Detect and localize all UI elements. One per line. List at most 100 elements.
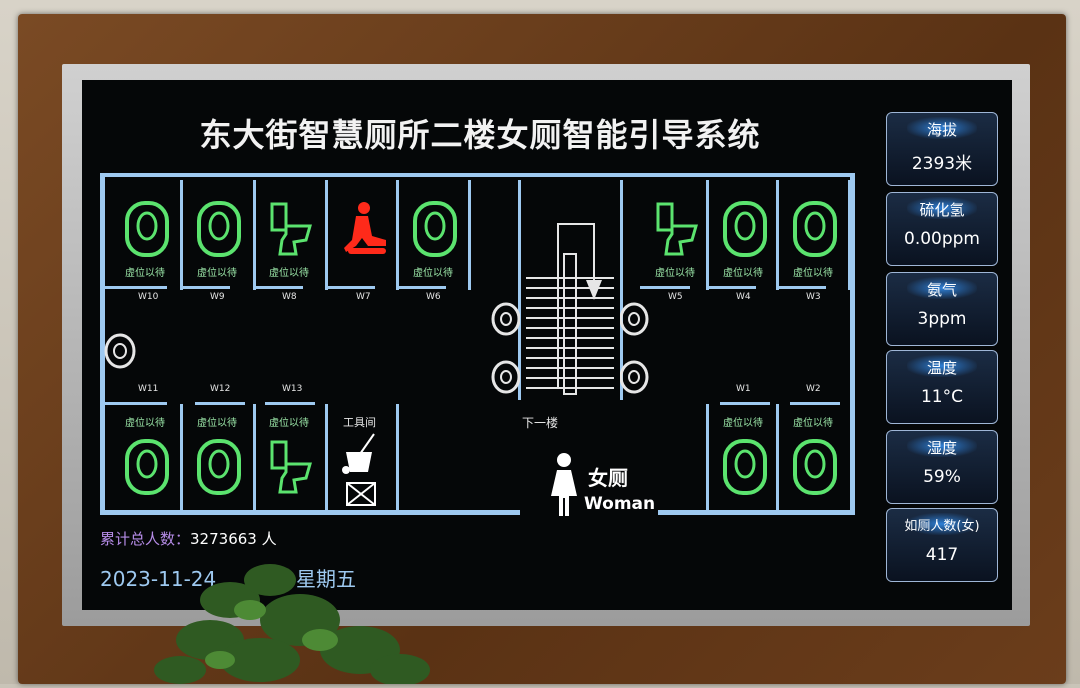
stall-divider	[848, 180, 851, 290]
sensor-value: 417	[925, 545, 959, 565]
squat-toilet-icon	[196, 438, 242, 496]
stall-front	[720, 402, 770, 405]
stall-id: W6	[426, 292, 441, 302]
sensor-panel: 湿度 59%	[886, 430, 998, 504]
stall-divider	[776, 180, 779, 290]
sink-icon	[619, 360, 650, 394]
plant-foreground	[150, 560, 450, 686]
stall-divider	[468, 180, 471, 290]
stall-w6: 虚位以待 W6	[396, 180, 462, 302]
sensor-value: 59%	[923, 467, 961, 487]
stall-divider	[180, 404, 183, 510]
stall-front	[105, 286, 167, 289]
stall-divider	[325, 404, 328, 510]
sensor-label: 如厕人数(女)	[904, 519, 980, 534]
sensor-panel: 如厕人数(女) 417	[886, 508, 998, 582]
sensor-label: 硫化氢	[919, 201, 965, 219]
stall-divider	[518, 180, 521, 400]
stall-id: W8	[282, 292, 297, 302]
stall-id: W9	[210, 292, 225, 302]
sensor-value: 11°C	[920, 387, 963, 407]
total-value: 3273663 人	[190, 530, 277, 548]
stall-status: 虚位以待	[125, 268, 165, 279]
stall-divider	[325, 180, 328, 290]
stall-status: 虚位以待	[413, 268, 453, 279]
page-title: 东大街智慧厕所二楼女厕智能引导系统	[199, 116, 761, 154]
stall-divider	[706, 180, 709, 290]
occupied-person-icon	[342, 200, 388, 258]
stall-front	[195, 402, 245, 405]
stall-front	[180, 286, 230, 289]
stall-status: 虚位以待	[655, 268, 695, 279]
stall-w1: W1 虚位以待	[706, 384, 772, 495]
sink-icon	[490, 360, 521, 394]
panel-glow	[907, 435, 977, 457]
stall-front	[396, 286, 446, 289]
stall-id: W11	[138, 384, 159, 394]
sensor-label: 湿度	[926, 439, 957, 457]
stall-front	[265, 402, 315, 405]
toilet-icon	[654, 200, 700, 258]
date-text: 2023-11-24	[100, 567, 217, 591]
stall-front	[706, 286, 756, 289]
stall-w9: 虚位以待 W9	[180, 180, 246, 302]
sensor-value: 3ppm	[917, 309, 967, 329]
stall-id: W3	[806, 292, 821, 302]
stall-status: 虚位以待	[269, 268, 309, 279]
sensor-panel: 海拔 2393米	[886, 112, 998, 186]
sensor-label: 海拔	[926, 121, 957, 139]
total-label: 累计总人数：	[100, 530, 191, 548]
stall-divider	[396, 404, 399, 510]
stall-id: W5	[668, 292, 683, 302]
sink-icon	[490, 302, 521, 336]
squat-toilet-icon	[722, 438, 768, 496]
sensor-value: 2393米	[911, 154, 973, 174]
stall-id: W1	[736, 384, 751, 394]
stall-w5: 虚位以待 W5	[638, 180, 704, 302]
mop-bucket-icon	[340, 432, 380, 476]
squat-toilet-icon	[792, 438, 838, 496]
floor-plan	[100, 173, 855, 515]
squat-toilet-icon	[722, 200, 768, 258]
stall-w7: W7	[326, 180, 392, 302]
woman-icon	[549, 452, 579, 518]
stall-w13: W13 虚位以待	[252, 384, 318, 494]
stall-status: 虚位以待	[793, 268, 833, 279]
stall-status: 虚位以待	[723, 418, 763, 429]
stall-divider	[253, 404, 256, 510]
sensor-panel: 氨气 3ppm	[886, 272, 998, 346]
squat-toilet-icon	[124, 200, 170, 258]
panel-glow	[907, 513, 977, 535]
stall-divider	[620, 180, 623, 400]
stall-front	[640, 286, 690, 289]
stall-divider	[253, 180, 256, 290]
stairs-label: 下一楼	[522, 416, 559, 430]
staircase	[518, 188, 622, 402]
squat-toilet-icon	[412, 200, 458, 258]
stall-divider	[396, 180, 399, 290]
stall-front	[790, 402, 840, 405]
restroom-label-en: Woman	[584, 494, 656, 514]
toilet-icon	[268, 200, 314, 258]
total-visitors: 累计总人数：3273663 人	[100, 528, 277, 549]
stall-id: W4	[736, 292, 751, 302]
stall-id: W2	[806, 384, 821, 394]
panel-glow	[907, 117, 977, 139]
sensor-label: 氨气	[926, 281, 957, 299]
stall-id: W13	[282, 384, 303, 394]
cabinet-icon	[346, 482, 376, 506]
stall-divider	[706, 404, 709, 510]
stall-status: 虚位以待	[269, 418, 309, 429]
stall-status: 虚位以待	[197, 418, 237, 429]
stall-w3: 虚位以待 W3	[776, 180, 842, 302]
stall-status: 虚位以待	[197, 268, 237, 279]
panel-glow	[907, 277, 977, 299]
squat-toilet-icon	[196, 200, 242, 258]
